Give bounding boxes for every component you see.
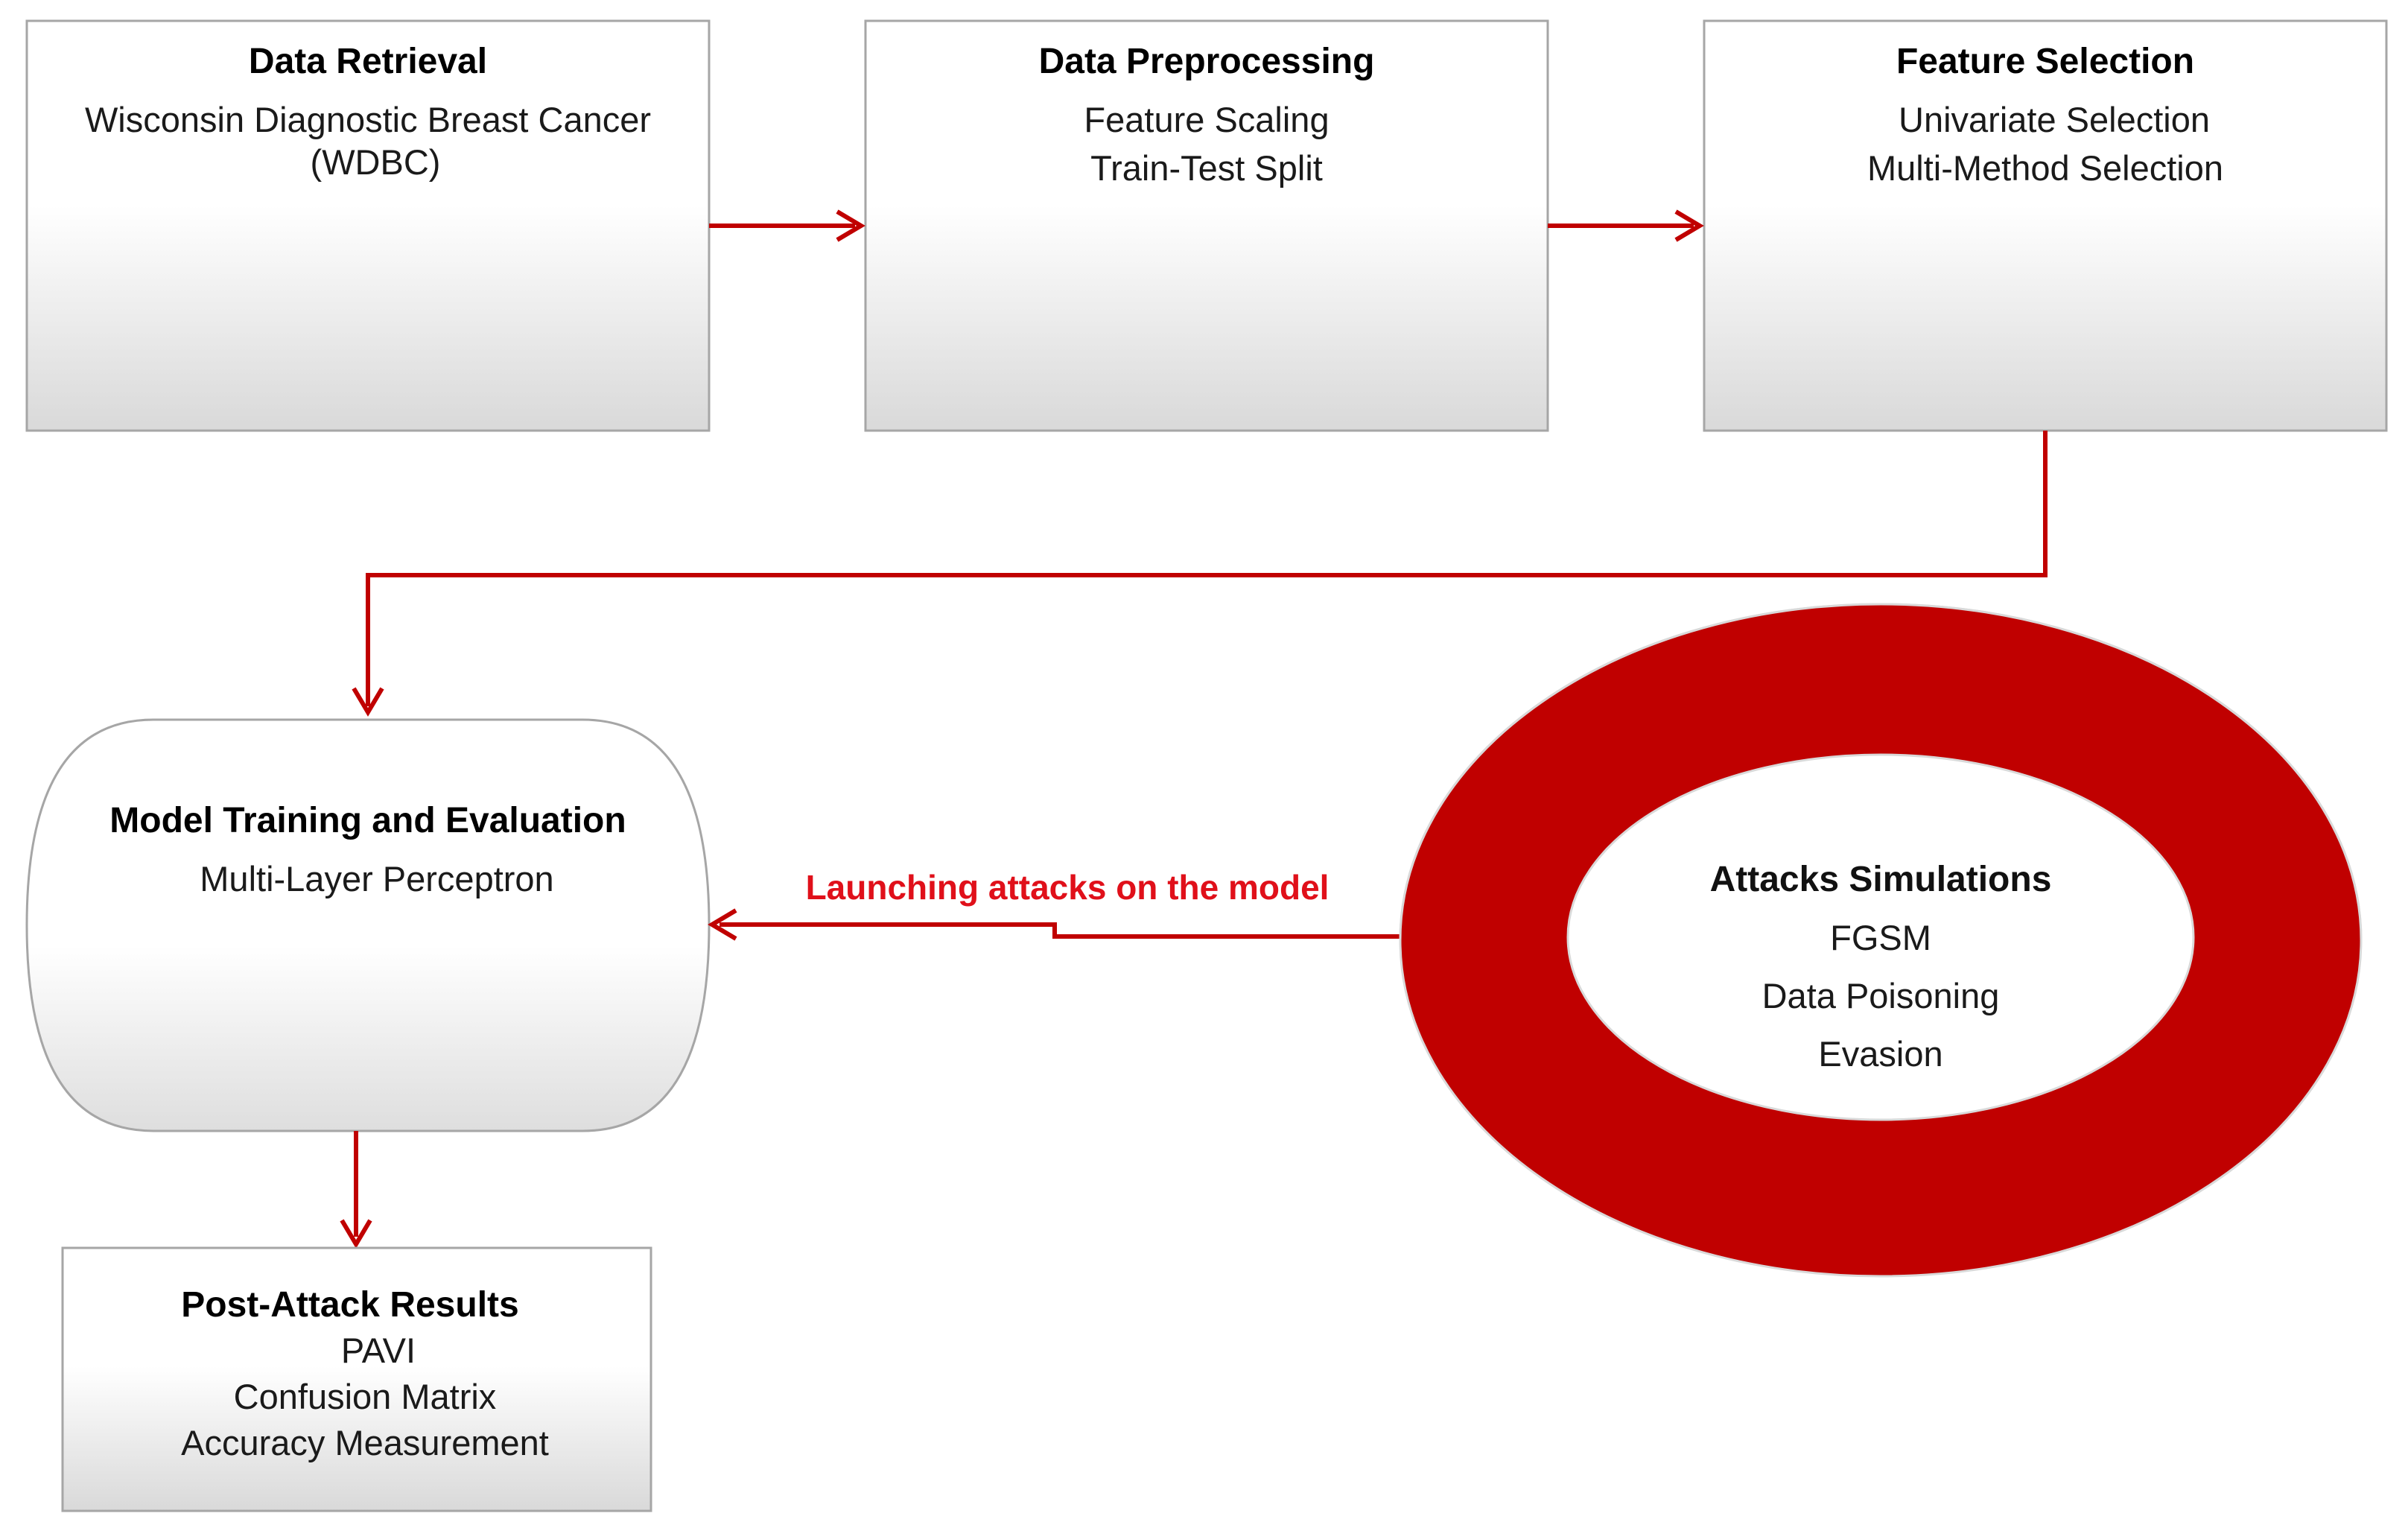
post-attack-line-1: PAVI: [341, 1331, 416, 1370]
attack-item-fgsm: FGSM: [1830, 918, 1931, 957]
attack-connector-label: Launching attacks on the model: [806, 868, 1330, 907]
attacks-simulations-title: Attacks Simulations: [1710, 860, 2052, 899]
data-retrieval-line-1: Wisconsin Diagnostic Breast Cancer: [85, 100, 651, 139]
feature-selection-title: Feature Selection: [1896, 42, 2194, 81]
connector-selection-to-model: [352, 431, 2048, 717]
data-retrieval-title: Data Retrieval: [249, 42, 487, 81]
connector-retrieval-to-preprocessing: [709, 209, 865, 242]
connector-preprocessing-to-selection: [1548, 209, 1704, 242]
model-training-box: Model Training and Evaluation Multi-Laye…: [25, 718, 711, 1132]
attack-item-evasion: Evasion: [1818, 1034, 1942, 1074]
data-preprocessing-line-2: Train-Test Split: [1090, 148, 1323, 188]
post-attack-line-2: Confusion Matrix: [234, 1377, 497, 1416]
data-retrieval-line-2: (WDBC): [311, 142, 441, 182]
data-preprocessing-title: Data Preprocessing: [1039, 42, 1375, 81]
data-retrieval-box: Data Retrieval Wisconsin Diagnostic Brea…: [25, 19, 711, 432]
connector-attacks-to-model: [708, 908, 1400, 941]
post-attack-line-3: Accuracy Measurement: [181, 1423, 549, 1462]
attack-item-data-poisoning: Data Poisoning: [1762, 976, 2000, 1015]
model-training-line-1: Multi-Layer Perceptron: [200, 859, 553, 898]
feature-selection-box: Feature Selection Univariate Selection M…: [1703, 19, 2388, 432]
post-attack-title: Post-Attack Results: [181, 1285, 518, 1325]
data-preprocessing-line-1: Feature Scaling: [1084, 100, 1329, 139]
data-preprocessing-box: Data Preprocessing Feature Scaling Train…: [864, 19, 1549, 432]
model-training-title: Model Training and Evaluation: [109, 801, 626, 840]
connector-model-to-results: [340, 1131, 372, 1249]
feature-selection-line-1: Univariate Selection: [1899, 100, 2210, 139]
feature-selection-line-2: Multi-Method Selection: [1867, 148, 2223, 188]
post-attack-results-box: Post-Attack Results PAVI Confusion Matri…: [61, 1246, 652, 1512]
attacks-simulations-ring: Attacks Simulations FGSM Data Poisoning …: [1399, 603, 2363, 1278]
